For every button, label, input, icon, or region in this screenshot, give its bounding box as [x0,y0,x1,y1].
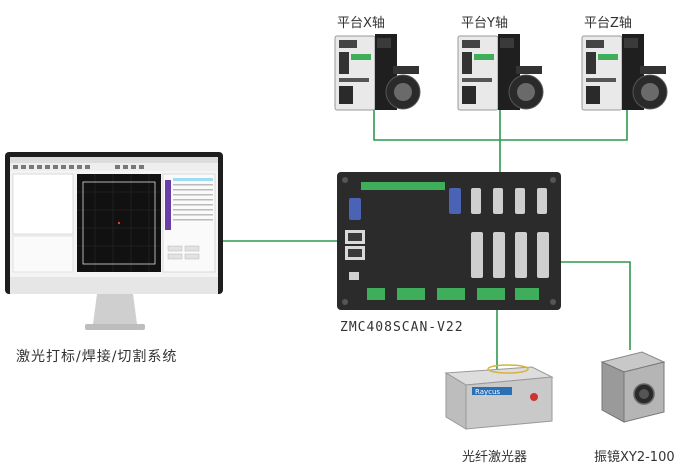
computer-monitor-image [5,152,223,330]
servo-x-image [334,34,421,111]
axis-x-label: 平台X轴 [337,16,385,31]
servo-z-image [581,34,668,111]
fiber-laser-image: Raycus [444,364,554,430]
galvo-label: 振镜XY2-100 [594,450,675,465]
controller-label: ZMC408SCAN-V22 [340,320,464,335]
computer-label: 激光打标/焊接/切割系统 [16,349,178,365]
axis-z-label: 平台Z轴 [584,16,632,31]
laser-label: 光纤激光器 [462,450,528,465]
controller-image [337,172,561,310]
galvo-image [600,351,666,423]
controller-to-galvo-line [548,261,631,350]
servo-y-image [457,34,544,111]
axis-y-label: 平台Y轴 [461,16,508,31]
laser-brand-label: Raycus [475,388,500,396]
